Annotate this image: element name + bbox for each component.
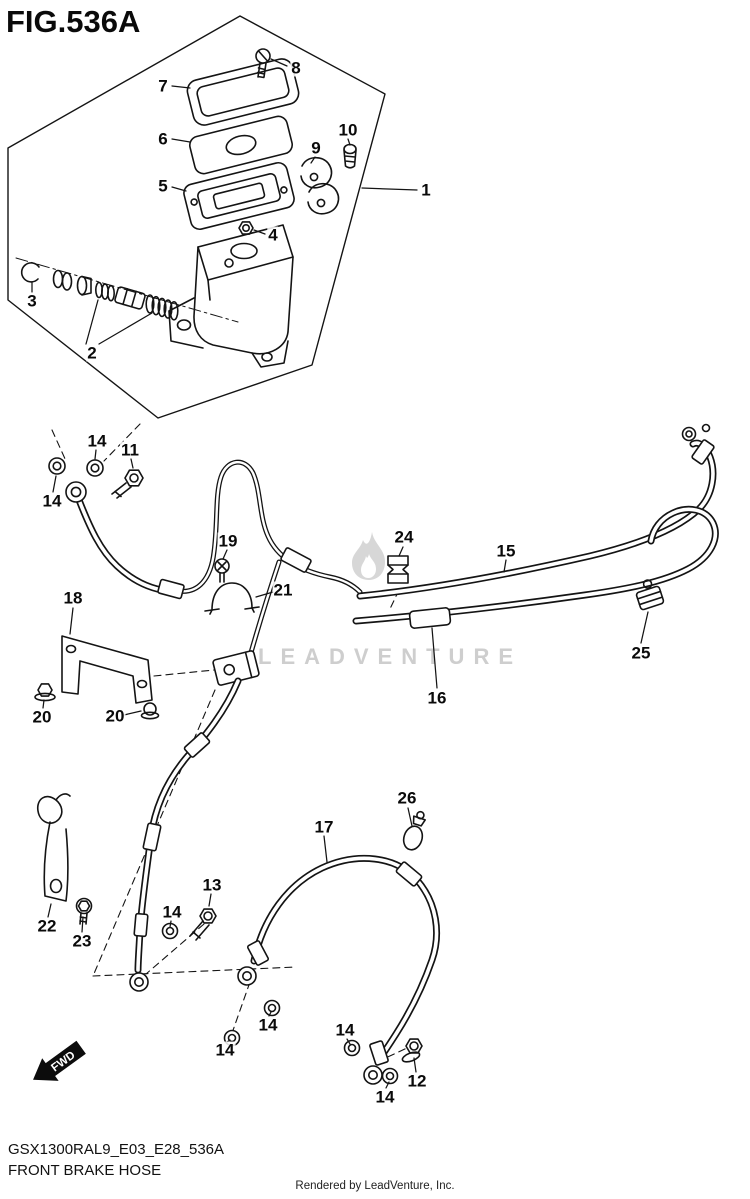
part-callout-22: 22	[36, 916, 58, 936]
front-brake-hose-upper	[65, 459, 363, 600]
part-callout-15: 15	[495, 541, 517, 561]
leader-lines	[31, 58, 649, 1089]
part-callout-14: 14	[374, 1087, 396, 1107]
part-callout-2: 2	[86, 343, 98, 363]
part-callout-14: 14	[257, 1015, 279, 1035]
figure-title: FIG.536A	[6, 4, 141, 39]
part-callout-13: 13	[201, 875, 223, 895]
part-14-washer-g	[381, 1067, 399, 1085]
rendered-by: Rendered by LeadVenture, Inc.	[295, 1180, 455, 1192]
front-brake-hose-17	[237, 854, 441, 1085]
part-5-diaphragm	[183, 161, 295, 231]
part-callout-14: 14	[214, 1040, 236, 1060]
part-26-clamp	[402, 810, 426, 851]
assembly-box-outline	[7, 15, 386, 419]
part-20-bolt-right	[140, 702, 160, 720]
part-callout-8: 8	[290, 58, 302, 78]
part-callout-11: 11	[120, 440, 140, 460]
part-callout-25: 25	[630, 643, 652, 663]
part-callout-17: 17	[313, 817, 335, 837]
master-cylinder-body	[168, 224, 294, 368]
brake-hose-16	[352, 505, 719, 629]
part-callout-5: 5	[157, 176, 169, 196]
part-7-cover	[186, 58, 300, 126]
part-callout-14: 14	[161, 902, 183, 922]
part-callout-10: 10	[337, 120, 359, 140]
part-callout-14: 14	[334, 1020, 356, 1040]
part-callout-21: 21	[272, 580, 294, 600]
part-callout-1: 1	[420, 180, 432, 200]
part-callout-26: 26	[396, 788, 418, 808]
flame-icon	[352, 532, 385, 580]
part-14-washer-f	[343, 1039, 361, 1057]
part-11-banjo-bolt	[111, 469, 144, 499]
part-25-clamp	[635, 579, 665, 611]
part-24-clamp	[387, 555, 409, 584]
part-callout-19: 19	[217, 531, 239, 551]
part-callout-14: 14	[86, 431, 108, 451]
part-callout-12: 12	[406, 1071, 428, 1091]
part-callout-24: 24	[393, 527, 415, 547]
part-callout-20: 20	[31, 707, 53, 727]
part-callout-18: 18	[62, 588, 84, 608]
part-19-bolt	[214, 558, 230, 583]
part-21-clamp	[204, 582, 260, 615]
figure-name: FRONT BRAKE HOSE	[8, 1162, 162, 1179]
part-22-bracket	[36, 793, 71, 902]
front-brake-hose-lower-left	[129, 677, 242, 992]
part-12-banjo-bolt	[401, 1038, 423, 1063]
brake-hose-15	[356, 423, 717, 600]
part-callout-23: 23	[71, 931, 93, 951]
part-13-banjo-bolt	[189, 908, 217, 941]
part-callout-7: 7	[157, 76, 169, 96]
watermark-text: LEADVENTURE	[258, 644, 522, 669]
part-20-bolt-left	[34, 683, 56, 702]
part-callout-9: 9	[310, 138, 322, 158]
part-callout-16: 16	[426, 688, 448, 708]
part-14-washer-b	[86, 459, 104, 477]
part-14-washer-d	[263, 999, 281, 1017]
part-callout-20: 20	[104, 706, 126, 726]
part-14-washer-a	[48, 457, 66, 475]
part-callout-6: 6	[157, 129, 169, 149]
part-code: GSX1300RAL9_E03_E28_536A	[8, 1141, 225, 1158]
piston-kit	[15, 257, 239, 323]
part-callout-14: 14	[41, 491, 63, 511]
part-callout-4: 4	[267, 225, 279, 245]
part-callout-3: 3	[26, 291, 38, 311]
leadventure-watermark: LEADVENTURE	[258, 532, 522, 669]
part-18-bracket	[61, 635, 153, 704]
part-6-plate	[188, 115, 294, 175]
part-23-bolt	[75, 897, 93, 925]
